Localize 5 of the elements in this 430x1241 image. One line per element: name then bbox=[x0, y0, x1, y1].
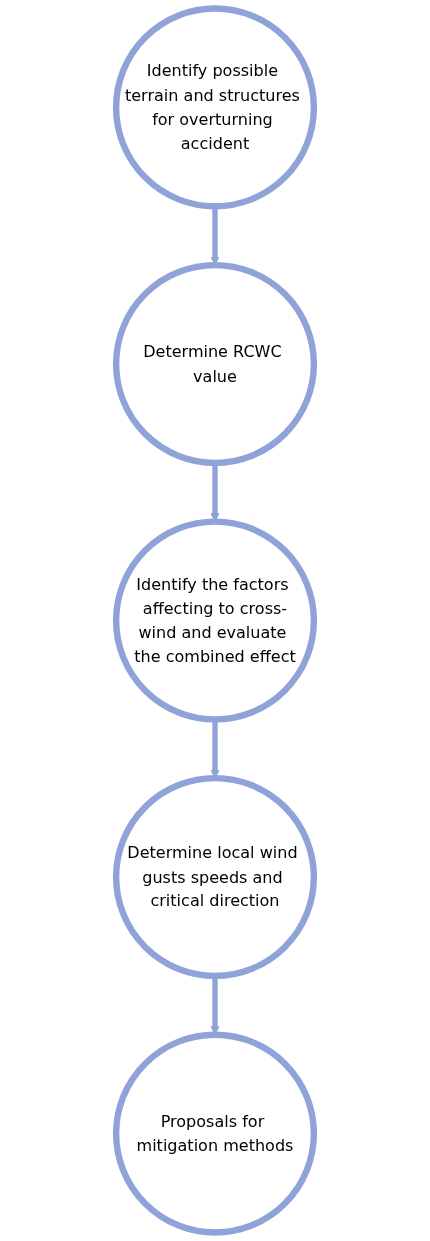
node-circle: Identify the factors affecting to cross-wind and evaluate the combined effect bbox=[112, 518, 318, 723]
node-circle: Determine RCWC value bbox=[112, 261, 318, 467]
node-circle: Proposals for mitigation methods bbox=[112, 1031, 318, 1236]
node-circle: Determine local wind gusts speeds and critical direction bbox=[112, 774, 318, 980]
node-circle: Identify possible terrain and structures for overturning accident bbox=[112, 5, 318, 210]
